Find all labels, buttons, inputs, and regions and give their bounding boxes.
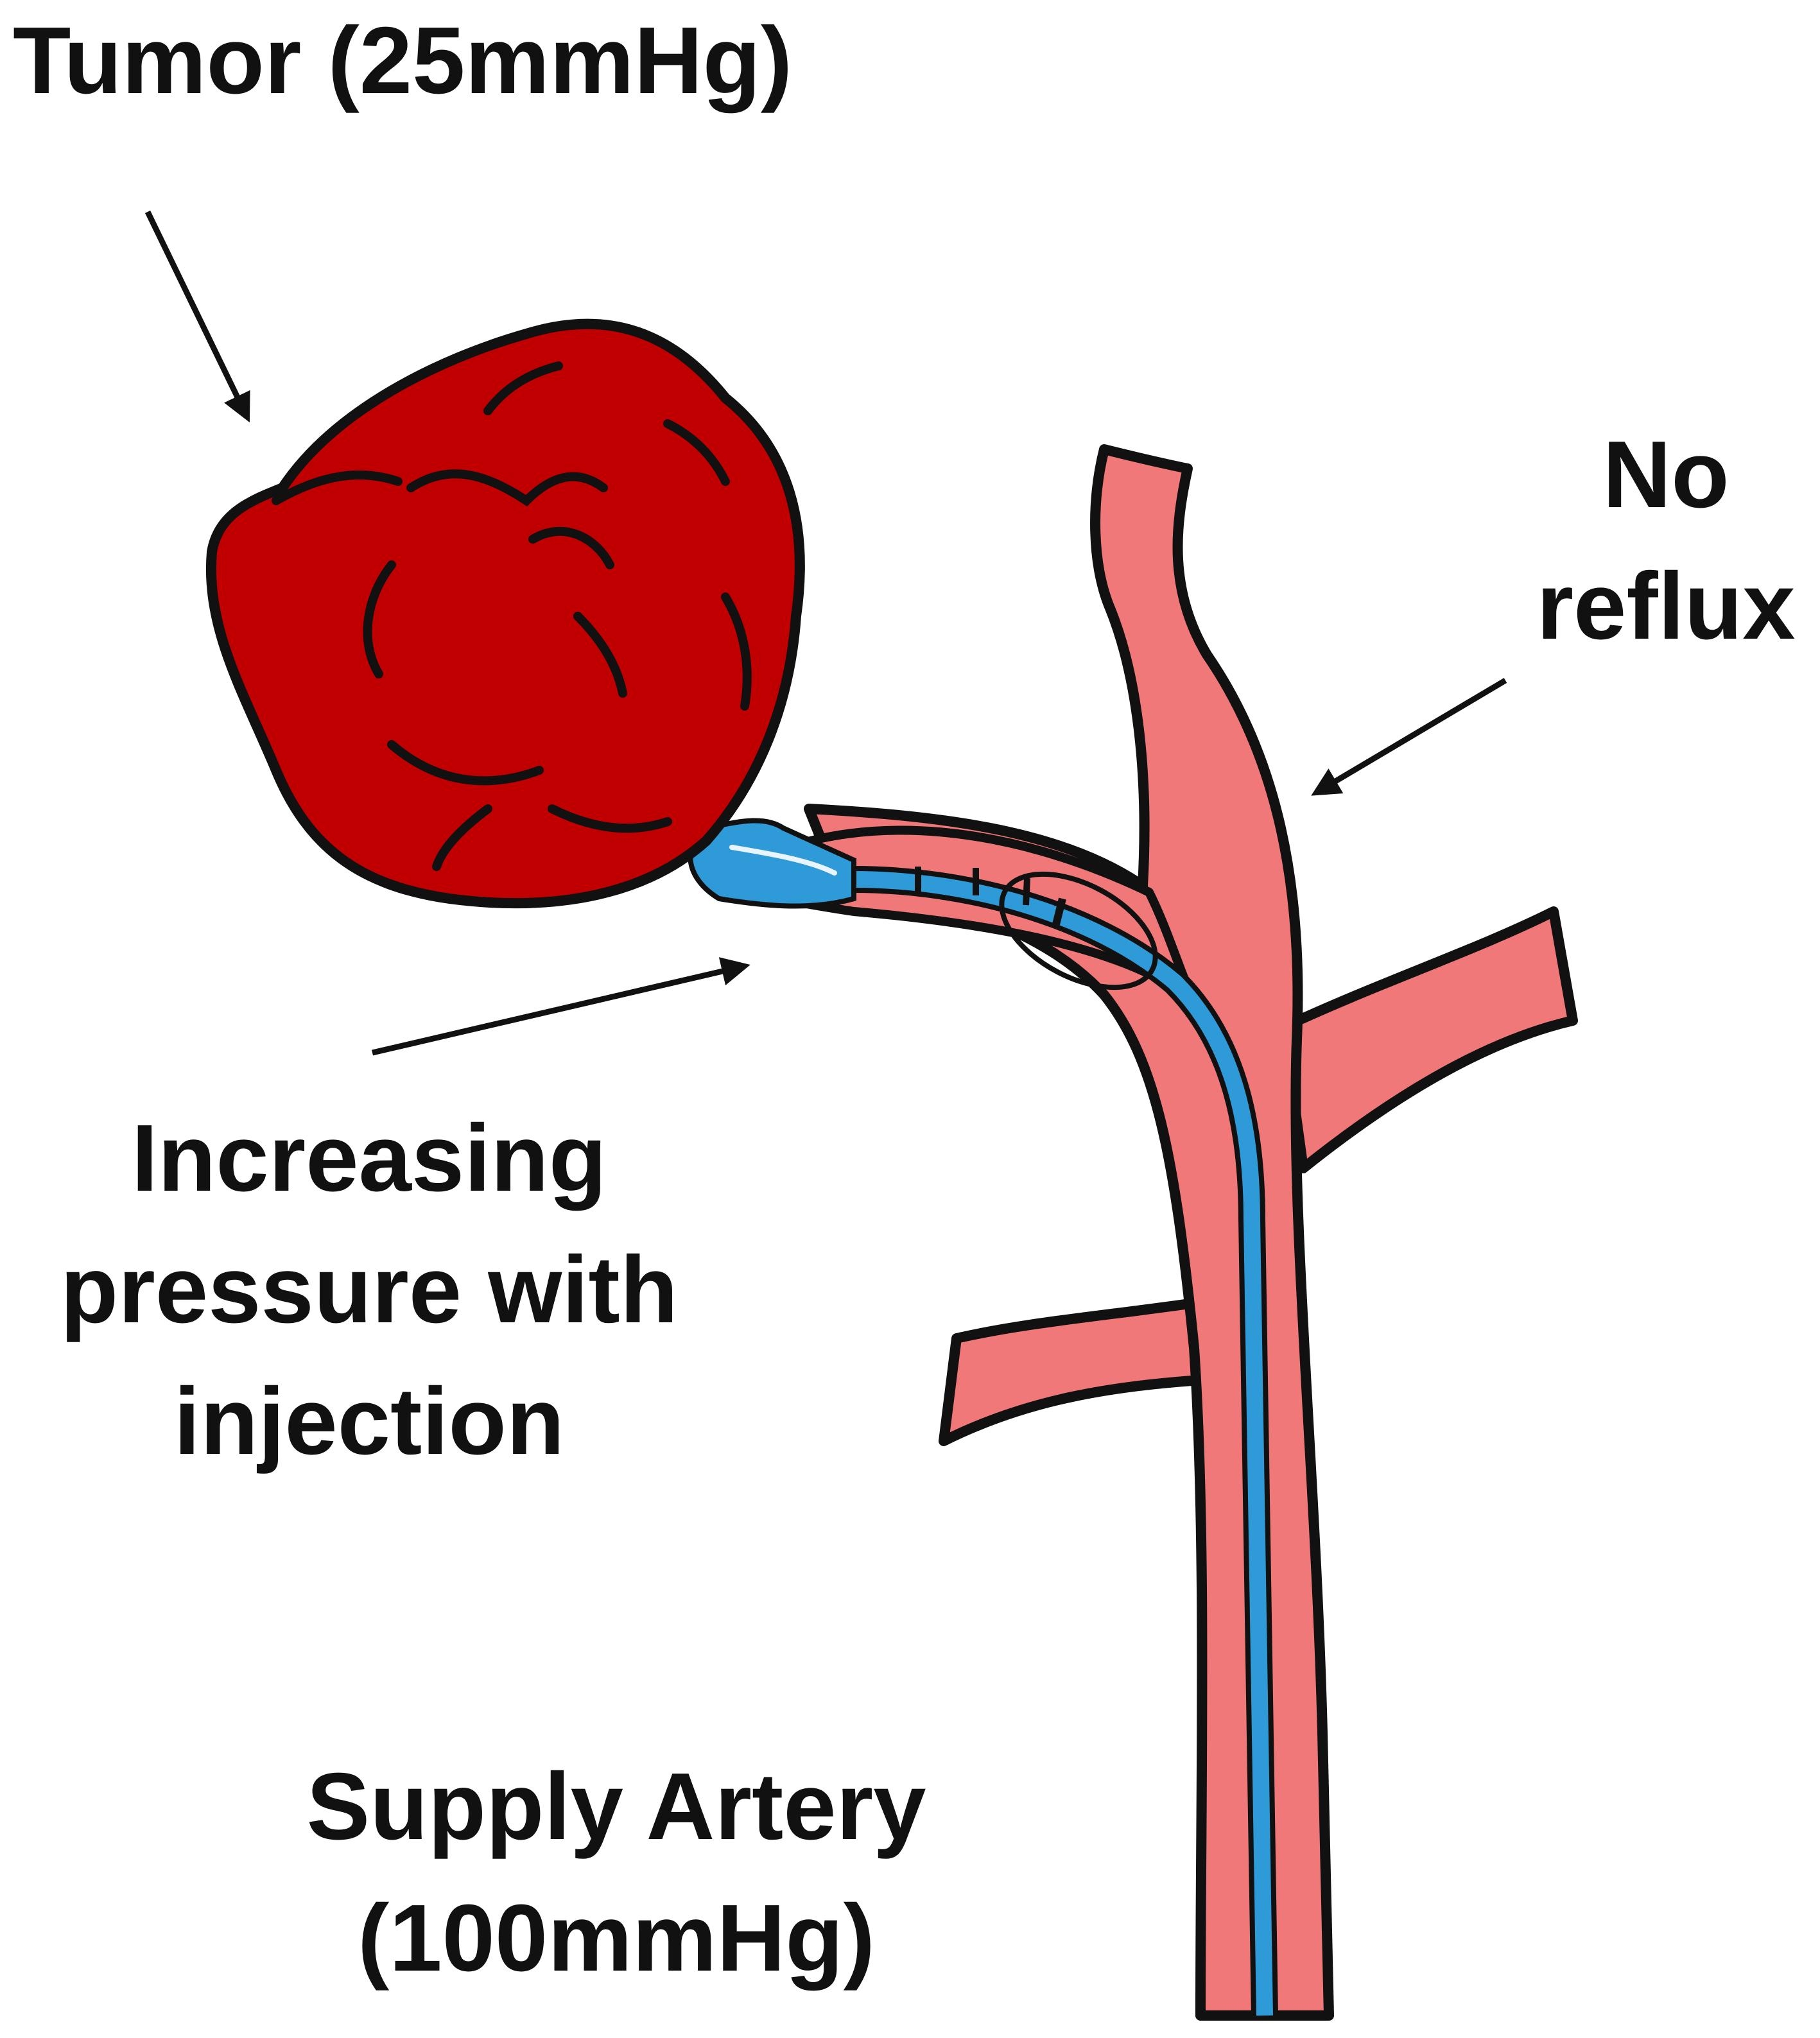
pressure-label-line3: injection bbox=[174, 1369, 564, 1474]
tumor-lobe-line bbox=[387, 740, 544, 786]
artery-label-line1: Supply Artery bbox=[307, 1754, 926, 1860]
no-reflux-label-line2: reflux bbox=[1536, 553, 1795, 659]
tumor-lobe-line bbox=[406, 469, 608, 507]
pressure-label-line1: Increasing bbox=[132, 1105, 607, 1211]
tumor-lobe-line bbox=[483, 361, 563, 415]
tumor-lobe-line bbox=[721, 592, 752, 711]
tumor bbox=[206, 318, 805, 909]
tumor-lobe-line bbox=[663, 419, 730, 486]
balloon-tip bbox=[999, 871, 1158, 990]
contrast-highlight bbox=[729, 845, 837, 876]
arrow-icon bbox=[371, 957, 750, 1056]
tumor-label: Tumor (25mmHg) bbox=[13, 8, 792, 114]
no-reflux-label-line1: No bbox=[1602, 422, 1729, 528]
tumor-lobe-line bbox=[528, 526, 614, 569]
tumor-lobe-line bbox=[272, 471, 403, 505]
catheter-marker bbox=[1023, 877, 1030, 906]
artery-branch-left bbox=[939, 1298, 1206, 1446]
tumor-lobe-line bbox=[548, 804, 672, 833]
catheter bbox=[688, 818, 1278, 2016]
tumor-lobe-line bbox=[363, 560, 396, 678]
artery-label-line2: (100mmHg) bbox=[358, 1885, 875, 1991]
tumor-mass bbox=[206, 318, 805, 909]
tumor-lobe-line bbox=[432, 804, 492, 871]
arrow-icon bbox=[144, 211, 250, 423]
tumor-lobe-line bbox=[573, 612, 627, 698]
pressure-label-line2: pressure with bbox=[60, 1237, 678, 1343]
contrast-cone bbox=[688, 818, 856, 909]
arrow-icon bbox=[1311, 678, 1507, 796]
catheter-line-fill bbox=[853, 871, 1273, 2016]
catheter-marker bbox=[1052, 897, 1066, 926]
artery-branch-right bbox=[1279, 906, 1578, 1173]
